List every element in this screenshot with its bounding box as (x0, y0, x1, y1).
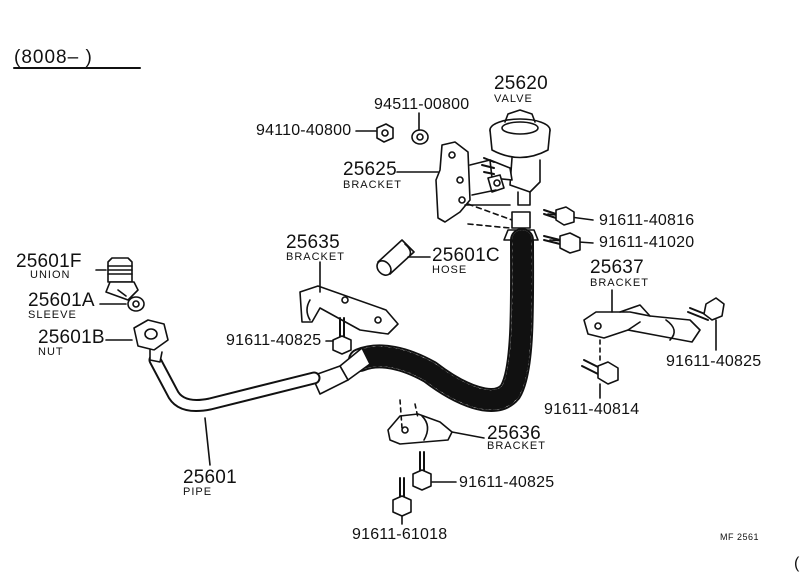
part-name-25601A: SLEEVE (28, 309, 77, 321)
part-number-91611-41020: 91611-41020 (599, 234, 695, 251)
serial-range-header: (8008– ) (14, 47, 93, 68)
part-number-91611-61018: 91611-61018 (352, 526, 448, 543)
part-number-91611-40814: 91611-40814 (544, 401, 640, 418)
leader-25636 (451, 431, 485, 439)
part-name-25601F: UNION (30, 269, 71, 281)
bracket-25636-drawing (387, 413, 453, 445)
edge-mark: ( (794, 555, 800, 572)
bracket-25637-drawing (583, 304, 701, 343)
leaders-valve (355, 112, 594, 244)
union-drawing (105, 257, 139, 301)
dash-25636 (399, 399, 419, 429)
bolt-40825-c-drawing (412, 451, 432, 491)
part-number-25601A: 25601A (28, 290, 95, 311)
leader-pipe (204, 417, 211, 466)
washer-94511-drawing (411, 129, 429, 145)
part-name-25637: BRACKET (590, 277, 649, 289)
part-name-25601: PIPE (183, 486, 213, 498)
part-number-25620: 25620 (494, 73, 548, 94)
part-number-94511-00800: 94511-00800 (374, 96, 470, 113)
bracket-25635-drawing (299, 285, 399, 335)
part-number-25625: 25625 (343, 159, 397, 180)
part-number-91611-40825-b: 91611-40825 (666, 353, 762, 370)
valve-bracket-drawing (435, 141, 497, 223)
bolt-40825-a-drawing (332, 317, 352, 355)
nut-94110-drawing (376, 123, 394, 143)
part-number-91611-40825-c: 91611-40825 (459, 474, 555, 491)
part-name-25636: BRACKET (487, 440, 546, 452)
bolt-61018-drawing (392, 477, 412, 517)
short-hose-drawing (376, 239, 415, 276)
part-number-91611-40825-a: 91611-40825 (226, 332, 322, 349)
figure-code: MF 2561 (720, 532, 760, 542)
part-number-25635: 25635 (286, 232, 340, 253)
part-number-25601B: 25601B (38, 327, 105, 348)
part-number-94110-40800: 94110-40800 (256, 122, 352, 139)
pipe-drawing (148, 353, 321, 412)
part-number-25601C: 25601C (432, 245, 500, 266)
corrugated-hose-drawing (311, 211, 539, 412)
bolt-40825-b-drawing (687, 297, 725, 321)
sleeve-drawing (127, 296, 145, 312)
part-name-25601C: HOSE (432, 264, 468, 276)
pipe-nut-drawing (133, 319, 169, 363)
part-number-91611-40816: 91611-40816 (599, 212, 695, 229)
bolt-40816-drawing (543, 206, 575, 226)
part-number-25601F: 25601F (16, 251, 82, 272)
part-number-25637: 25637 (590, 257, 644, 278)
part-name-25620: VALVE (494, 93, 533, 105)
part-name-25625: BRACKET (343, 179, 402, 191)
bolt-41020-drawing (543, 232, 581, 254)
bolt-40814-drawing (581, 359, 619, 385)
dash-valve (467, 203, 513, 229)
part-number-25636: 25636 (487, 423, 541, 444)
part-number-25601: 25601 (183, 467, 237, 488)
part-name-25635: BRACKET (286, 251, 345, 263)
valve-drawing (481, 109, 551, 206)
part-name-25601B: NUT (38, 346, 64, 358)
